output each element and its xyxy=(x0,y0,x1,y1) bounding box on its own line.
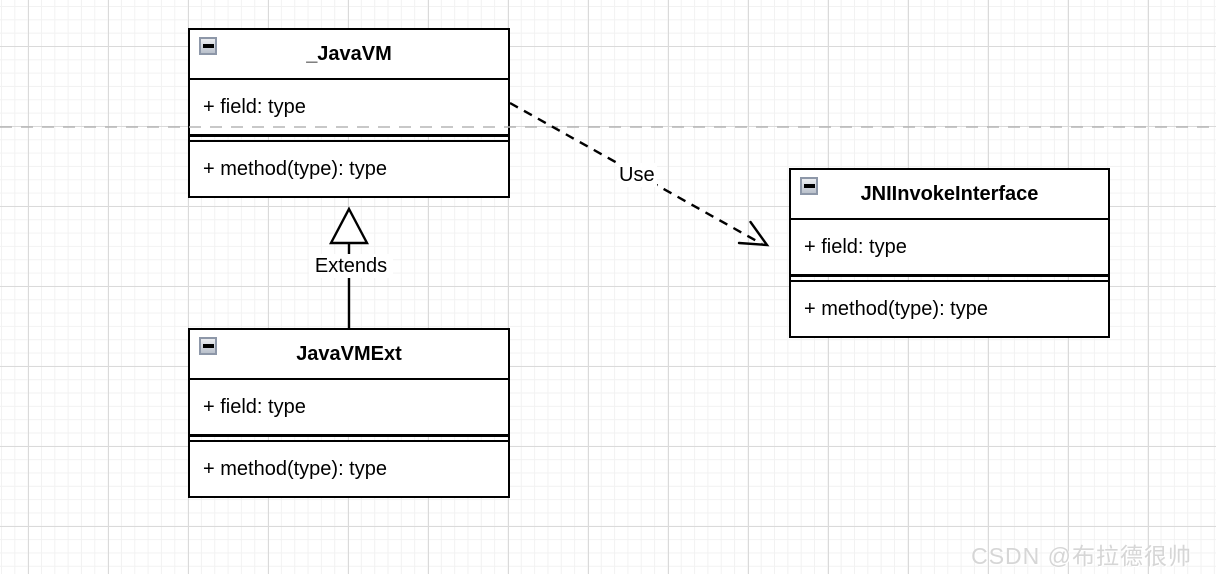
class-field-row[interactable]: + field: type xyxy=(190,380,508,437)
minus-glyph xyxy=(202,344,214,348)
use-label[interactable]: Use xyxy=(617,163,657,187)
method-text: + method(type): type xyxy=(203,157,387,180)
class-title-bar: JNIInvokeInterface xyxy=(791,170,1108,220)
field-text: + field: type xyxy=(203,95,306,118)
extends-label[interactable]: Extends xyxy=(309,254,393,278)
uml-class-javavmext[interactable]: JavaVMExt + field: type + method(type): … xyxy=(188,328,510,498)
method-text: + method(type): type xyxy=(203,457,387,480)
class-method-row[interactable]: + method(type): type xyxy=(791,280,1108,336)
field-text: + field: type xyxy=(203,395,306,418)
class-title-bar: JavaVMExt xyxy=(190,330,508,380)
collapse-minus-icon[interactable] xyxy=(800,177,818,195)
class-field-row[interactable]: + field: type xyxy=(190,80,508,137)
class-method-row[interactable]: + method(type): type xyxy=(190,140,508,196)
class-title: _JavaVM xyxy=(306,42,392,65)
uml-class-javavm[interactable]: _JavaVM + field: type + method(type): ty… xyxy=(188,28,510,198)
collapse-minus-icon[interactable] xyxy=(199,337,217,355)
watermark: CSDN @布拉德很帅 xyxy=(971,543,1192,569)
class-field-row[interactable]: + field: type xyxy=(791,220,1108,277)
class-method-row[interactable]: + method(type): type xyxy=(190,440,508,496)
collapse-minus-icon[interactable] xyxy=(199,37,217,55)
minus-glyph xyxy=(202,44,214,48)
method-text: + method(type): type xyxy=(804,297,988,320)
class-title: JavaVMExt xyxy=(296,342,402,365)
uml-class-jniinvokeinterface[interactable]: JNIInvokeInterface + field: type + metho… xyxy=(789,168,1110,338)
class-title: JNIInvokeInterface xyxy=(860,182,1039,205)
field-text: + field: type xyxy=(804,235,907,258)
minus-glyph xyxy=(803,184,815,188)
class-title-bar: _JavaVM xyxy=(190,30,508,80)
